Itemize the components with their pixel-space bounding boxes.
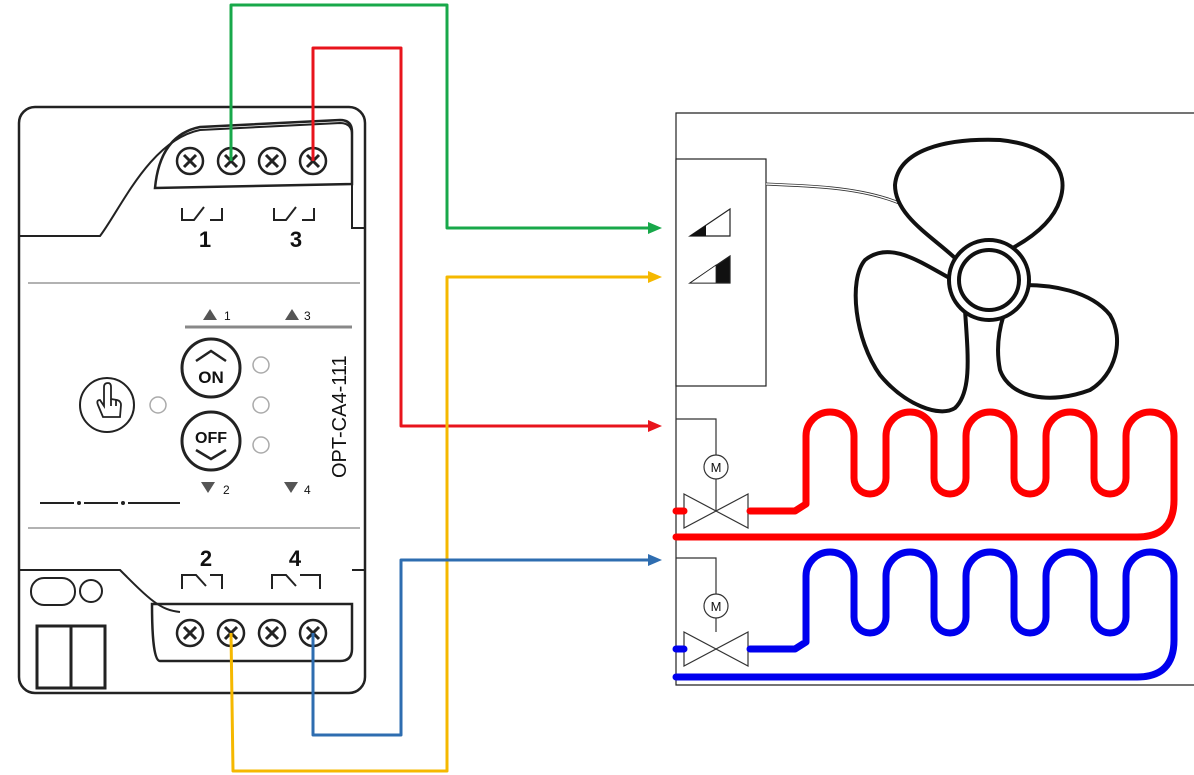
up-triangle-icon (203, 309, 217, 320)
on-button-label: ON (198, 368, 224, 387)
green-wire (229, 3, 652, 230)
arrow-icon (648, 271, 662, 283)
up-triangle-icon (285, 309, 299, 320)
relay-label-4: 4 (289, 546, 302, 571)
off-button[interactable]: OFF (180, 410, 242, 472)
terminal-screw (175, 618, 205, 648)
relay-contact-symbol (181, 574, 223, 589)
led-indicator (252, 396, 270, 414)
fan-icon (853, 137, 1120, 414)
valve-motor-label: M (711, 460, 722, 475)
yellow-wire (229, 275, 652, 773)
down-triangle-icon (284, 482, 298, 493)
arrow-icon (648, 222, 662, 234)
dash-dot-line (40, 501, 180, 505)
relay-label-1: 1 (199, 227, 211, 252)
terminal-screw (257, 618, 287, 648)
fan-speed-high-icon (688, 254, 731, 284)
fan-coil-unit: M M (672, 112, 1194, 686)
indicator-label-1: 1 (224, 309, 231, 323)
cooling-coil (672, 548, 1178, 681)
off-button-label: OFF (195, 430, 227, 447)
blue-wire (311, 558, 652, 737)
led-indicator (252, 356, 270, 374)
terminal-screw (175, 146, 205, 176)
red-wire (311, 46, 652, 428)
chevron-up-icon (195, 349, 227, 363)
control-module: 1 3 1 3 ON OFF (17, 105, 367, 695)
on-button[interactable]: ON (180, 337, 242, 399)
valve-motor-label: M (711, 599, 722, 614)
indicator-label-4: 4 (304, 483, 311, 497)
relay-contact-symbol (273, 206, 315, 221)
arrow-icon (648, 554, 662, 566)
arrow-icon (648, 420, 662, 432)
fan-speed-low-icon (688, 207, 731, 237)
down-triangle-icon (201, 482, 215, 493)
indicator-label-3: 3 (304, 309, 311, 323)
model-label: OPT-CA4-111 (329, 355, 351, 478)
hand-pointer-icon (96, 382, 122, 418)
relay-label-2: 2 (200, 546, 212, 571)
rj-connector (30, 577, 107, 690)
heating-coil (672, 408, 1178, 541)
cooling-valve: M (676, 557, 749, 667)
wiring (229, 3, 662, 773)
relay-label-3: 3 (290, 227, 302, 252)
terminal-screw (257, 146, 287, 176)
relay-contact-symbol (271, 574, 321, 589)
relay-contact-symbol (181, 206, 223, 221)
indicator-label-2: 2 (223, 483, 230, 497)
led-indicator (149, 396, 167, 414)
touch-button[interactable] (79, 377, 135, 433)
led-indicator (252, 436, 270, 454)
chevron-down-icon (195, 448, 227, 461)
